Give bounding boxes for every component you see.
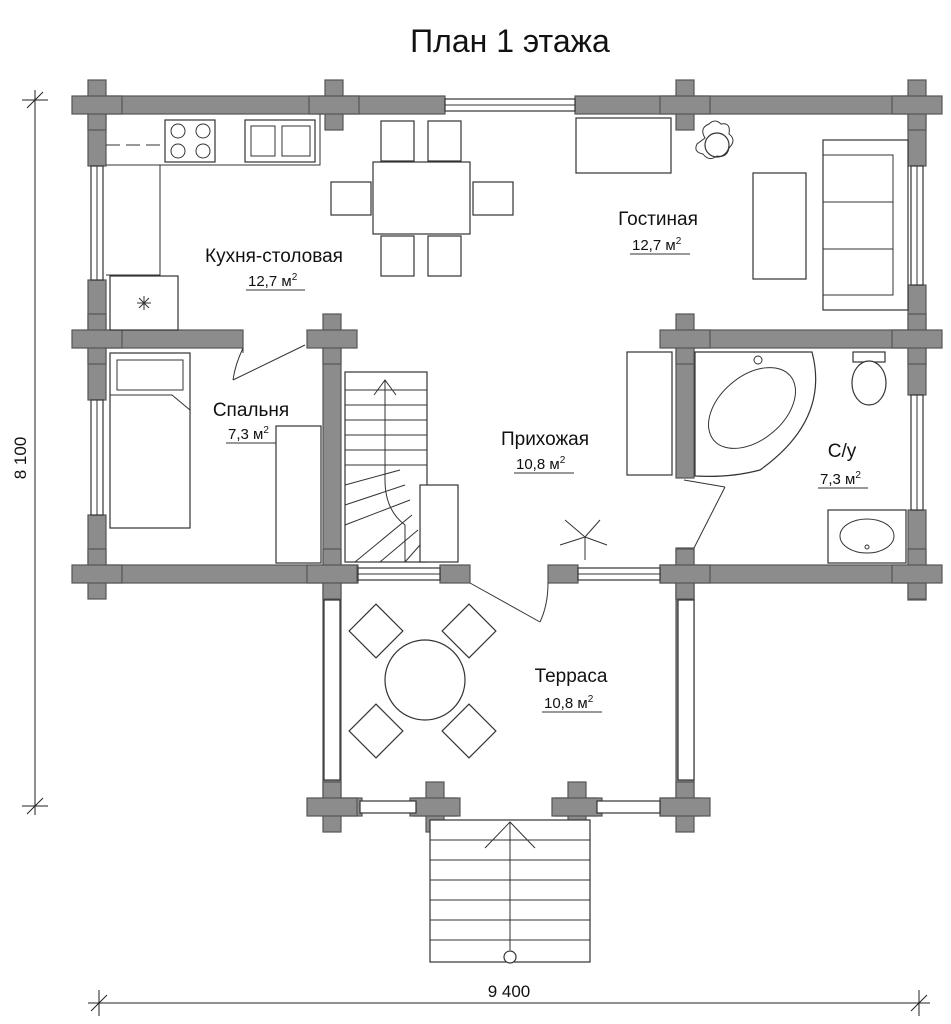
area-exponent: 2 [292, 272, 298, 283]
area-unit: м [549, 456, 559, 473]
area-unit: м [253, 426, 263, 443]
room-area: 10,8 [516, 456, 545, 473]
room-name: С/у [828, 441, 857, 462]
room-area: 7,3 [228, 426, 249, 443]
area-exponent: 2 [855, 470, 861, 481]
room-name: Терраса [535, 666, 608, 687]
area-exponent: 2 [263, 425, 269, 436]
room-bathroom: С/у 7,3 м2 [818, 441, 868, 489]
width-label: 9 400 [488, 982, 531, 1001]
area-unit: м [665, 237, 675, 254]
height-label: 8 100 [11, 437, 30, 480]
staircase [344, 371, 459, 563]
svg-text:12,7 м2: 12,7 м2 [632, 236, 682, 254]
svg-text:7,3 м2: 7,3 м2 [820, 470, 861, 488]
kitchen-counter [106, 114, 321, 331]
windows [90, 98, 924, 581]
area-exponent: 2 [588, 694, 594, 705]
terrace-railing [323, 599, 695, 814]
room-name: Гостиная [618, 209, 698, 230]
area-exponent: 2 [560, 455, 566, 466]
svg-text:10,8 м2: 10,8 м2 [516, 455, 566, 473]
room-name: Прихожая [501, 429, 589, 450]
entrance-steps [429, 819, 591, 964]
room-area: 10,8 [544, 695, 573, 712]
bathroom-furniture [683, 351, 907, 564]
room-terrace: Терраса 10,8 м2 [535, 666, 608, 713]
log-corners [71, 79, 943, 833]
terrace-table [348, 603, 497, 759]
dining-table [330, 120, 514, 277]
room-kitchen: Кухня-столовая 12,7 м2 [205, 246, 343, 291]
area-unit: м [845, 471, 855, 488]
room-living: Гостиная 12,7 м2 [618, 209, 698, 255]
svg-text:10,8 м2: 10,8 м2 [544, 694, 594, 712]
room-area: 12,7 [248, 273, 277, 290]
bedroom-furniture [109, 344, 322, 564]
area-unit: м [281, 273, 291, 290]
dimension-height: 8 100 [11, 90, 48, 815]
svg-text:7,3 м2: 7,3 м2 [228, 425, 269, 443]
room-area: 12,7 [632, 237, 661, 254]
room-area: 7,3 [820, 471, 841, 488]
dimension-width: 9 400 [88, 982, 930, 1016]
area-unit: м [577, 695, 587, 712]
room-name: Кухня-столовая [205, 246, 343, 267]
svg-text:12,7 м2: 12,7 м2 [248, 272, 298, 290]
plan-title: План 1 этажа [410, 23, 610, 59]
area-exponent: 2 [676, 236, 682, 247]
room-name: Спальня [213, 400, 289, 421]
hallway-furniture [469, 351, 673, 623]
room-bedroom: Спальня 7,3 м2 [213, 400, 289, 444]
living-furniture [575, 117, 909, 311]
room-hallway: Прихожая 10,8 м2 [501, 429, 589, 474]
